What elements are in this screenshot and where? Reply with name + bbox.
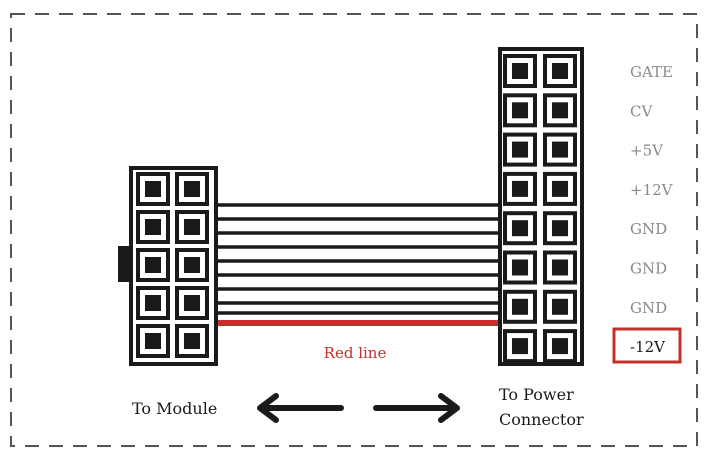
power-pin: [543, 54, 577, 88]
power-pin: [503, 211, 537, 246]
to-power-caption-line2: Connector: [499, 410, 584, 429]
module-pin-contact: [184, 333, 200, 349]
pin-label: CV: [630, 102, 653, 120]
power-pin-contact: [552, 259, 568, 276]
pin-label: GND: [630, 299, 667, 317]
left-arrow-icon: [257, 393, 344, 423]
module-connector: [118, 166, 218, 366]
module-pin-contact: [184, 219, 200, 235]
power-pin-contact: [512, 141, 528, 158]
power-pin-contact: [552, 338, 568, 355]
to-module-caption: To Module: [132, 399, 217, 418]
module-pin-contact: [145, 181, 161, 197]
power-pin-contact: [512, 220, 528, 237]
power-pin-contact: [512, 180, 528, 197]
power-connector: [498, 47, 584, 366]
power-pin-contact: [512, 298, 528, 315]
pin-label: +5V: [630, 142, 664, 160]
ribbon-cable: [216, 203, 500, 326]
power-pin-contact: [552, 102, 568, 119]
power-pin-contact: [512, 102, 528, 119]
power-pin-contact: [512, 63, 528, 79]
module-pin-contact: [145, 333, 161, 349]
right-arrow-icon: [373, 393, 460, 423]
module-pin-contact: [184, 257, 200, 273]
pin-labels: GATE CV +5V +12V GND GND GND -12V: [630, 63, 674, 356]
power-pin-contact: [552, 63, 568, 79]
pin-label: GND: [630, 260, 667, 278]
red-line-label: Red line: [324, 344, 387, 362]
module-pin-contact: [145, 257, 161, 273]
power-pin-contact: [512, 259, 528, 276]
module-pin-contact: [145, 295, 161, 311]
power-pin-contact: [552, 298, 568, 315]
module-pin-contact: [184, 181, 200, 197]
module-pin-contact: [145, 219, 161, 235]
module-connector-key: [118, 246, 132, 282]
minus-12v-highlight-box: [612, 327, 682, 364]
pin-label: GATE: [630, 63, 673, 81]
power-pin-contact: [512, 338, 528, 355]
module-pin-contact: [184, 295, 200, 311]
dashed-frame: [10, 13, 698, 447]
power-pin-contact: [552, 180, 568, 197]
power-pin: [543, 329, 577, 364]
pin-label: GND: [630, 220, 667, 238]
to-power-caption-line1: To Power: [499, 385, 574, 404]
pin-label: +12V: [630, 181, 674, 199]
power-pin-contact: [552, 220, 568, 237]
power-pin-contact: [552, 141, 568, 158]
pin-label: -12V: [630, 338, 666, 356]
